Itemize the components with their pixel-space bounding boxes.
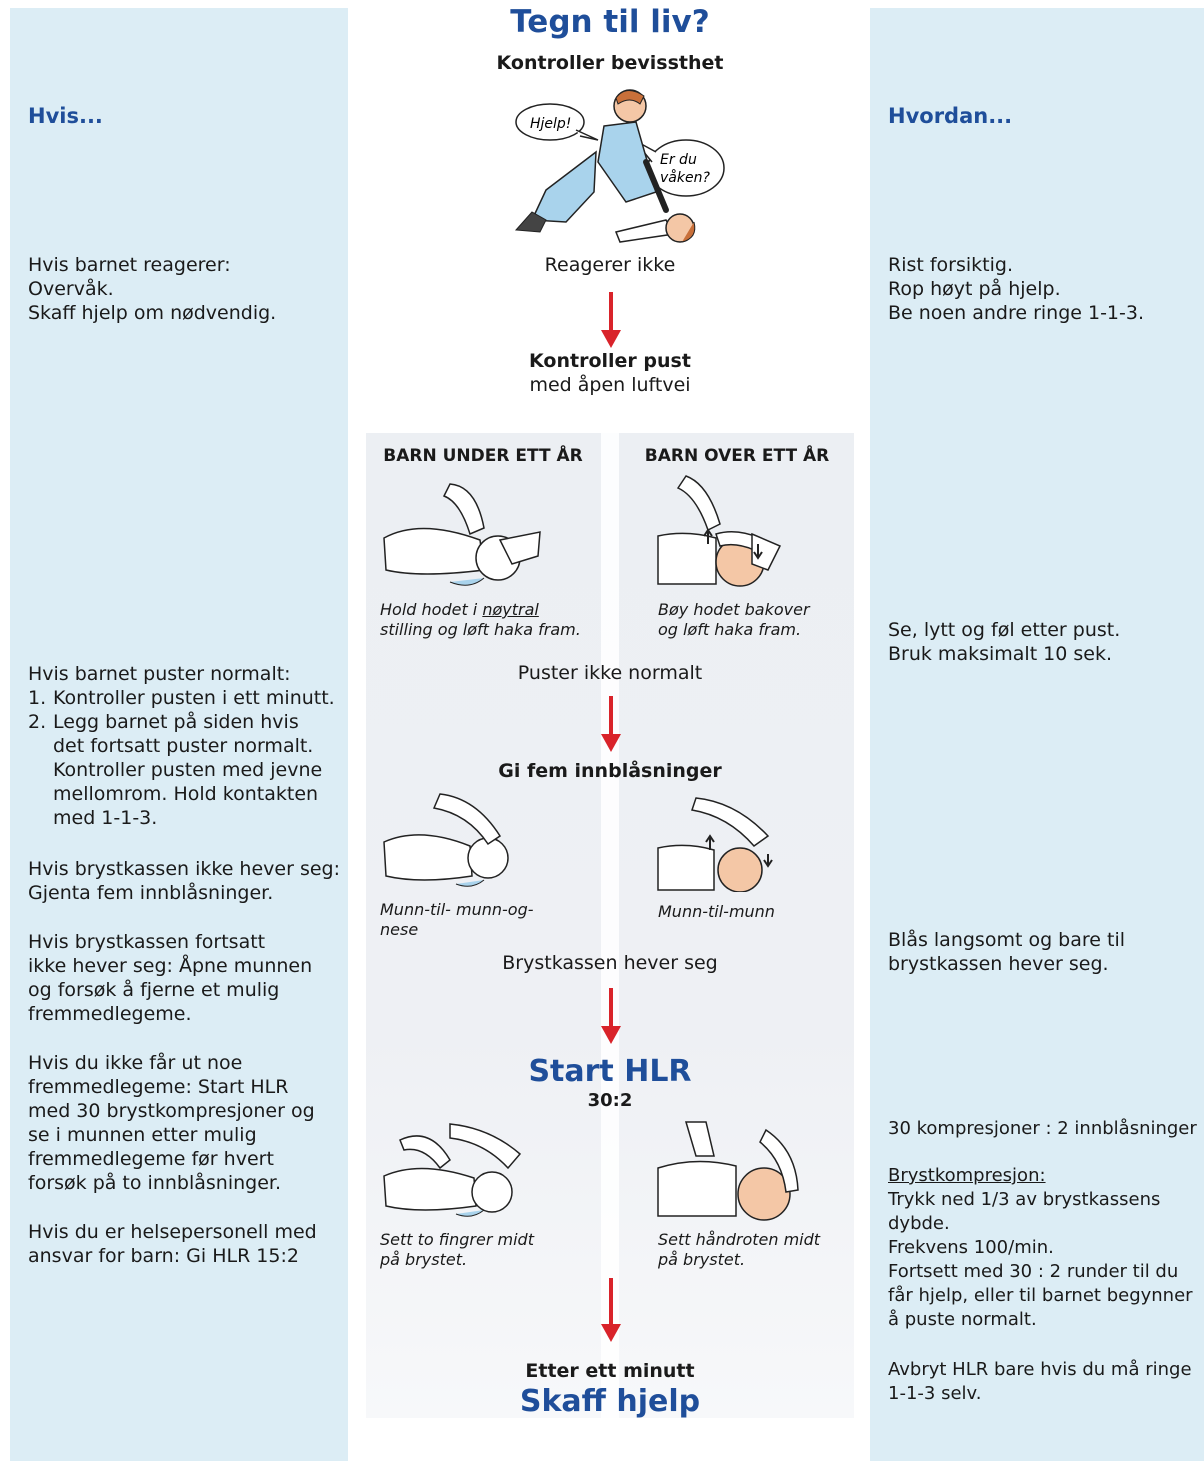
left-header: Hvis...	[28, 104, 103, 128]
left-chest-still-not-rising: Hvis brystkassen fortsatt ikke hever seg…	[28, 931, 313, 1025]
left-foreign-body: Hvis du ikke får ut noe fremmedlegeme: S…	[28, 1052, 315, 1194]
caption-child-heel-of-hand: Sett håndroten midt på brystet.	[658, 1230, 821, 1269]
child-mouth-to-mouth-illustration	[657, 797, 773, 892]
arrow-down-3	[601, 988, 621, 1044]
list-item: 1.Kontroller pusten i ett minutt.	[28, 687, 335, 709]
list-item: 2.Legg barnet på siden hvis det fortsatt…	[28, 711, 323, 829]
infant-two-finger-compression-illustration	[383, 1123, 522, 1217]
step-five-rescue-breaths: Gi fem innblåsninger	[498, 760, 722, 782]
bubble-help-text: Hjelp!	[530, 116, 571, 132]
left-column-background	[10, 8, 348, 1461]
svg-text:Er du våken?: Er du våken?	[660, 152, 710, 186]
page-title: Tegn til liv?	[510, 4, 710, 40]
result-chest-rises: Brystkassen hever seg	[502, 952, 718, 974]
bubble-awake-line1: Er du	[660, 152, 697, 168]
child-heel-of-hand-compression-illustration	[657, 1121, 799, 1221]
left-health-personnel: Hvis du er helsepersonell med ansvar for…	[28, 1221, 317, 1267]
infant-mouth-nose-illustration	[383, 793, 509, 887]
left-if-responds: Hvis barnet reagerer: Overvåk. Skaff hje…	[28, 254, 277, 324]
step-check-consciousness: Kontroller bevissthet	[496, 52, 724, 74]
caption-infant-mouth-nose: Munn-til- munn-og- nese	[380, 900, 534, 939]
left-breathing-steps: 1.Kontroller pusten i ett minutt. 2.Legg…	[28, 686, 346, 830]
right-header: Hvordan...	[888, 104, 1013, 128]
step-check-breathing: Kontroller pust	[529, 350, 691, 372]
left-if-breathing-intro: Hvis barnet puster normalt:	[28, 663, 291, 685]
caption-child-head-tilt: Bøy hodet bakover og løft haka fram.	[658, 600, 810, 639]
rescuer-check-consciousness-illustration: Hjelp! Er du våken?	[514, 89, 725, 243]
right-column-background	[870, 8, 1204, 1461]
right-blow-slowly: Blås langsomt og bare til brystkassen he…	[888, 929, 1125, 975]
step-get-help: Skaff hjelp	[519, 1384, 701, 1419]
col-under-one-title: BARN UNDER ETT ÅR	[383, 446, 583, 466]
right-stop-cpr: Avbryt HLR bare hvis du må ringe 1-1-3 s…	[888, 1359, 1192, 1404]
step-after-one-minute: Etter ett minutt	[525, 1360, 695, 1382]
caption-infant-two-fingers: Sett to fingrer midt på brystet.	[380, 1230, 534, 1269]
right-compression-title: Brystkompresjon:	[888, 1165, 1046, 1186]
result-not-breathing-normally: Puster ikke normalt	[517, 662, 703, 684]
arrow-down-4	[601, 1278, 621, 1342]
right-shake-and-call: Rist forsiktig. Rop høyt på hjelp. Be no…	[888, 254, 1145, 324]
caption-child-mouth-to-mouth: Munn-til-munn	[658, 902, 775, 921]
step-start-cpr: Start HLR	[528, 1054, 692, 1089]
right-look-listen-feel: Se, lytt og føl etter pust. Bruk maksima…	[888, 619, 1121, 665]
right-compression-ratio: 30 kompresjoner : 2 innblåsninger	[888, 1118, 1197, 1139]
cpr-ratio: 30:2	[587, 1090, 633, 1111]
step-check-breathing-subtitle: med åpen luftvei	[529, 374, 691, 396]
left-chest-not-rising: Hvis brystkassen ikke hever seg: Gjenta …	[28, 858, 340, 904]
panel-divider	[601, 433, 619, 1418]
infant-airway-illustration	[383, 483, 541, 586]
child-head-tilt-illustration	[657, 475, 782, 587]
col-over-one-title: BARN OVER ETT ÅR	[644, 446, 830, 466]
arrow-down-1	[601, 292, 621, 348]
arrow-down-2	[601, 696, 621, 752]
result-no-response: Reagerer ikke	[544, 254, 676, 276]
bubble-awake-line2: våken?	[660, 169, 710, 186]
right-compression-instructions: Trykk ned 1/3 av brystkassens dybde. Fre…	[888, 1189, 1193, 1330]
caption-infant-airway: Hold hodet i nøytral stilling og løft ha…	[380, 600, 581, 639]
